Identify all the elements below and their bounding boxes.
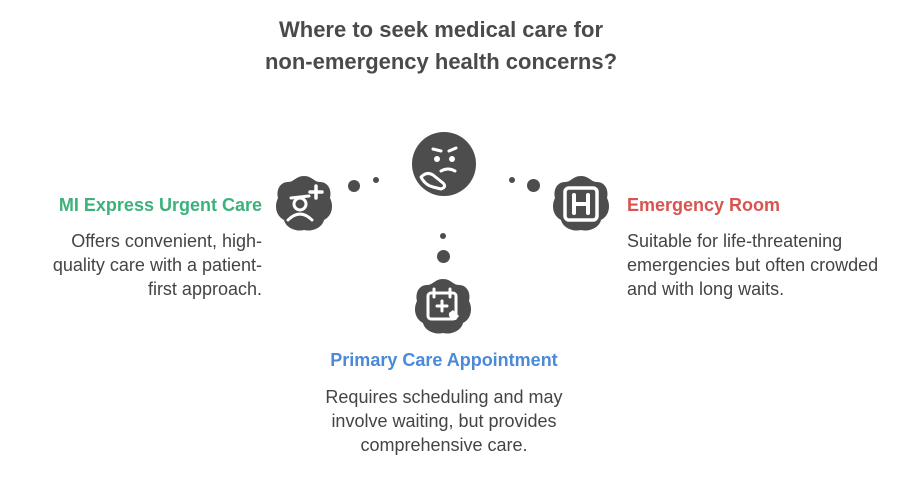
connector-dot xyxy=(440,233,446,239)
connector-dot xyxy=(348,180,360,192)
option-description-urgent-care: Offers convenient, high-quality care wit… xyxy=(52,231,262,299)
connector-dot xyxy=(509,177,515,183)
option-description-emergency-room: Suitable for life-threatening emergencie… xyxy=(627,231,879,299)
connector-dot xyxy=(527,179,540,192)
option-heading-urgent-care: MI Express Urgent Care xyxy=(58,195,262,215)
option-description-primary-care: Requires scheduling and may involve wait… xyxy=(325,387,563,455)
calendar-phone-icon xyxy=(413,277,473,337)
option-heading-primary-care: Primary Care Appointment xyxy=(330,350,558,370)
hospital-h-icon xyxy=(551,174,611,234)
option-heading-emergency-room: Emergency Room xyxy=(627,195,781,215)
thinking-face-icon xyxy=(411,131,477,197)
diagram-title: Where to seek medical care for non-emerg… xyxy=(264,17,618,74)
connector-dot xyxy=(437,250,450,263)
nurse-plus-icon xyxy=(274,174,334,234)
connector-dot xyxy=(373,177,379,183)
